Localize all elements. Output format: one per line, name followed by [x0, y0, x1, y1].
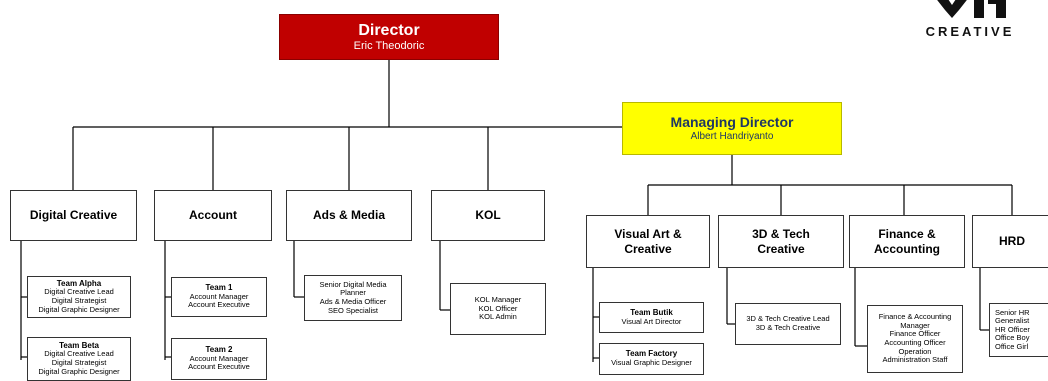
team-name: Team Alpha [56, 278, 102, 288]
tech-staff-box: 3D & Tech Creative Lead 3D & Tech Creati… [735, 303, 841, 345]
team-name: Team Butik [630, 307, 673, 317]
dept-label: HRD [999, 234, 1025, 248]
role: 3D & Tech Creative Lead [746, 314, 830, 324]
role: Account Executive [188, 362, 250, 372]
role: Planner [340, 288, 366, 298]
role: KOL Manager [474, 295, 522, 305]
logo-mark-icon [937, 0, 1006, 18]
role: Manager [900, 320, 930, 330]
role: Office Boy [995, 333, 1030, 343]
role: Account Manager [189, 353, 249, 363]
role: Senior HR [995, 307, 1030, 317]
role: Accounting Officer [884, 338, 946, 347]
director-box: Director Eric Theodoric [279, 14, 499, 60]
team-alpha-box: Team Alpha Digital Creative Lead Digital… [27, 276, 131, 318]
dept-label: KOL [475, 208, 501, 222]
dept-account: Account [154, 190, 272, 241]
role: Digital Strategist [51, 358, 107, 367]
role: 3D & Tech Creative [755, 323, 821, 332]
role: Digital Graphic Designer [38, 304, 120, 314]
role: Digital Creative Lead [44, 349, 114, 359]
dept-label-line: 3D & Tech [752, 226, 810, 241]
role: Digital Graphic Designer [38, 366, 120, 376]
hrd-staff-box: Senior HR Generalist HR Officer Office B… [989, 303, 1048, 357]
role: Digital Creative Lead [44, 287, 114, 297]
dept-hrd: HRD [972, 215, 1048, 268]
team-name: Team 2 [205, 345, 233, 355]
dept-label: Digital Creative [29, 208, 118, 222]
brand-logo: CREATIVE [910, 0, 1030, 46]
finance-staff-box: Finance & Accounting Manager Finance Off… [867, 305, 963, 373]
dept-digital-creative: Digital Creative [10, 190, 137, 241]
dept-3d-tech-creative: 3D & Tech Creative [718, 215, 844, 268]
role: Ads & Media Officer [319, 297, 387, 306]
team-name: Team Factory [625, 349, 678, 359]
team-butik-box: Team Butik Visual Art Director [599, 302, 704, 333]
role: KOL Admin [479, 312, 517, 322]
dept-label-line: Creative [624, 241, 672, 256]
role: Office Girl [995, 341, 1029, 351]
role: KOL Officer [478, 303, 518, 313]
managing-director-name: Albert Handriyanto [690, 131, 774, 142]
role: SEO Specialist [327, 305, 379, 315]
role: Administration Staff [882, 355, 948, 365]
dept-label: Account [189, 208, 237, 222]
dept-kol: KOL [431, 190, 545, 241]
dept-label-line: Creative [757, 241, 805, 256]
team-beta-box: Team Beta Digital Creative Lead Digital … [27, 337, 131, 381]
role: Account Manager [189, 291, 249, 301]
dept-label: Ads & Media [312, 208, 385, 222]
ads-media-staff-box: Senior Digital Media Planner Ads & Media… [304, 275, 402, 321]
team-name: Team Beta [59, 340, 99, 350]
logo-wordmark: CREATIVE [925, 24, 1015, 39]
kol-staff-box: KOL Manager KOL Officer KOL Admin [450, 283, 546, 335]
team-2-box: Team 2 Account Manager Account Executive [171, 338, 267, 380]
role: Visual Art Director [621, 316, 682, 326]
role: Finance Officer [889, 329, 941, 339]
role: Senior Digital Media [319, 279, 387, 289]
dept-visual-art-creative: Visual Art & Creative [586, 215, 710, 268]
director-title: Director [358, 22, 420, 39]
team-name: Team 1 [205, 283, 233, 293]
role: Generalist [995, 316, 1030, 326]
dept-label-line: Visual Art & [614, 226, 682, 241]
role: Digital Strategist [51, 296, 107, 305]
dept-ads-media: Ads & Media [286, 190, 412, 241]
managing-director-title: Managing Director [670, 114, 794, 130]
team-factory-box: Team Factory Visual Graphic Designer [599, 343, 704, 375]
role: Account Executive [188, 300, 250, 310]
role: Finance & Accounting [878, 312, 952, 322]
dept-label-line: Finance & [878, 226, 936, 241]
team-1-box: Team 1 Account Manager Account Executive [171, 277, 267, 317]
dept-label-line: Accounting [874, 241, 940, 256]
managing-director-box: Managing Director Albert Handriyanto [622, 102, 842, 155]
role: Operation [898, 346, 932, 356]
dept-finance-accounting: Finance & Accounting [849, 215, 965, 268]
director-name: Eric Theodoric [353, 40, 425, 52]
role: HR Officer [995, 324, 1030, 334]
role: Visual Graphic Designer [611, 358, 692, 367]
